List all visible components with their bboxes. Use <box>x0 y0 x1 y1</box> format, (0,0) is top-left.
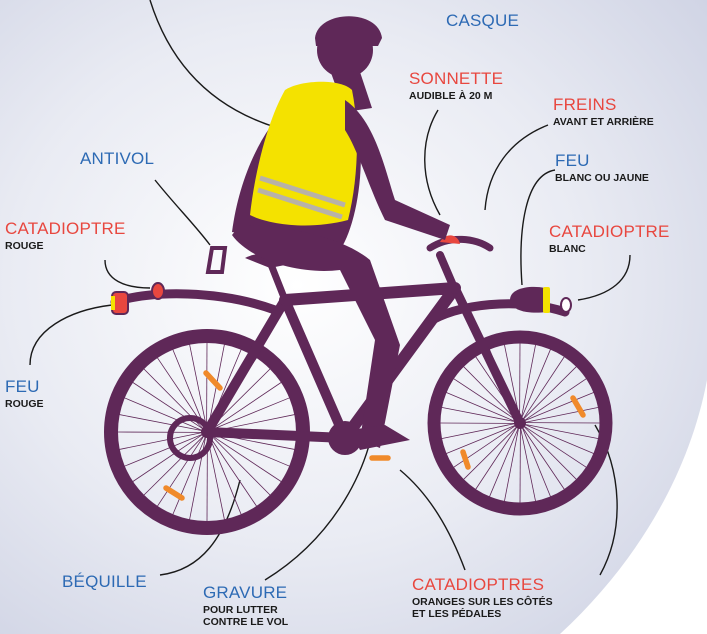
spoke <box>525 424 599 438</box>
spoke <box>189 344 206 427</box>
label-catadioptres-sub-2: ET LES PÉDALES <box>412 609 553 620</box>
handlebar <box>430 239 490 248</box>
rear-mudguard <box>115 294 275 310</box>
spoke <box>211 435 271 495</box>
label-catadioptre-avant-sub: BLANC <box>549 244 670 255</box>
label-catadioptres-title: CATADIOPTRES <box>412 575 544 594</box>
label-catadioptre-avant-title: CATADIOPTRE <box>549 222 670 241</box>
label-sonnette-sub: AUDIBLE À 20 M <box>409 91 503 102</box>
helmet <box>315 16 382 46</box>
label-catadioptre-arriere-sub: ROUGE <box>5 241 126 252</box>
spoke <box>525 407 598 422</box>
lock <box>208 248 225 272</box>
front-light-lens <box>543 287 550 313</box>
label-antivol: ANTIVOL <box>80 150 154 168</box>
label-catadioptres: CATADIOPTRES ORANGES SUR LES CÔTÉS ET LE… <box>412 576 553 619</box>
spoke <box>442 407 516 421</box>
spoke <box>209 436 257 506</box>
side-reflector-rear-bottom <box>166 488 182 498</box>
label-casque-title: CASQUE <box>446 11 519 30</box>
rear-reflector <box>152 283 164 299</box>
label-feu-arriere-sub: ROUGE <box>5 399 44 410</box>
leader-line-freins <box>485 125 548 210</box>
leader-line-feu-arriere <box>30 305 112 365</box>
spoke <box>208 437 225 520</box>
spoke <box>442 424 515 439</box>
label-freins: FREINS AVANT ET ARRIÈRE <box>553 96 654 128</box>
leader-line-casque <box>150 0 285 130</box>
label-catadioptres-sub-1: ORANGES SUR LES CÔTÉS <box>412 597 553 608</box>
side-reflector-front-left <box>463 452 468 467</box>
leader-line-catadioptre-arriere <box>105 260 150 288</box>
label-feu-arriere: FEU ROUGE <box>5 378 44 410</box>
label-casque: CASQUE <box>446 12 519 30</box>
spoke <box>504 428 518 502</box>
spoke <box>209 436 241 515</box>
label-gravure-sub-1: POUR LUTTER <box>203 605 288 616</box>
seat-post <box>270 262 285 300</box>
label-feu-arriere-title: FEU <box>5 377 40 396</box>
label-sonnette-title: SONNETTE <box>409 69 503 88</box>
label-feu-avant-sub: BLANC OU JAUNE <box>555 173 649 184</box>
arm <box>345 100 450 240</box>
spoke <box>463 427 516 480</box>
spoke <box>521 428 536 501</box>
label-freins-sub: AVANT ET ARRIÈRE <box>553 117 654 128</box>
side-reflector-rear-top <box>206 373 220 388</box>
label-catadioptre-arriere-title: CATADIOPTRE <box>5 219 126 238</box>
label-feu-avant: FEU BLANC OU JAUNE <box>555 152 649 184</box>
label-sonnette: SONNETTE AUDIBLE À 20 M <box>409 70 503 102</box>
label-catadioptre-avant: CATADIOPTRE BLANC <box>549 223 670 255</box>
label-antivol-title: ANTIVOL <box>80 149 154 168</box>
label-bequille-title: BÉQUILLE <box>62 572 147 591</box>
spoke <box>521 345 535 419</box>
front-reflector <box>561 298 571 312</box>
rear-light-inner <box>111 296 115 310</box>
front-light-housing <box>510 287 547 313</box>
label-bequille: BÉQUILLE <box>62 573 147 591</box>
spoke <box>524 426 577 479</box>
label-gravure-title: GRAVURE <box>203 583 287 602</box>
spoke <box>523 366 576 419</box>
leader-line-antivol <box>155 180 210 245</box>
label-gravure: GRAVURE POUR LUTTER CONTRE LE VOL <box>203 584 288 627</box>
label-gravure-sub-2: CONTRE LE VOL <box>203 617 288 628</box>
label-catadioptre-arriere: CATADIOPTRE ROUGE <box>5 220 126 252</box>
spoke <box>124 434 203 466</box>
spoke <box>119 433 202 450</box>
label-freins-title: FREINS <box>553 95 617 114</box>
label-feu-avant-title: FEU <box>555 151 590 170</box>
leader-line-catadioptre-avant <box>578 255 630 300</box>
leader-line-sonnette <box>425 110 440 215</box>
